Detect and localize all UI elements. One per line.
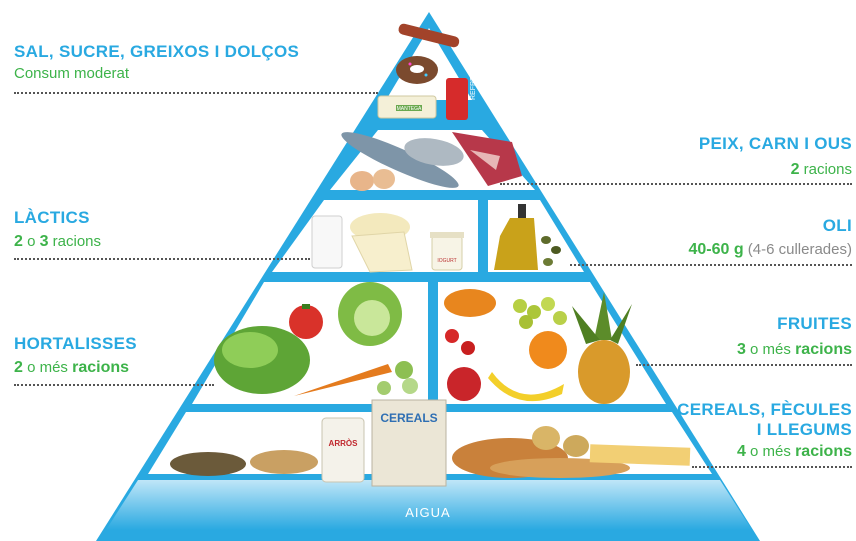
rice-bag-label: ARRÒS <box>329 439 359 448</box>
amount-oil: 40-60 g <box>688 241 743 258</box>
unit-cereal: racions <box>795 443 852 460</box>
title-sugar-fats: SAL, SUCRE, GREIXOS I DOLÇOS <box>14 42 299 62</box>
label-fruits: FRUITES 3 o més racions <box>737 314 852 360</box>
pasta-icon <box>590 444 691 465</box>
title-fish-meat-eggs: PEIX, CARN I OUS <box>699 134 852 154</box>
yogurt-label: IOGURT <box>437 258 456 264</box>
butter-label: MANTEGA <box>397 106 422 112</box>
dotted-leader <box>14 92 378 94</box>
conj-cereal: o més <box>750 443 791 460</box>
cereals-box-label: CEREALS <box>380 411 437 425</box>
dotted-leader <box>500 183 852 185</box>
amount-fruit: 3 <box>737 341 746 358</box>
label-dairy: LÀCTICS 2 o 3 racions <box>14 208 101 252</box>
amount-cereal: 4 <box>737 443 746 460</box>
label-cereals: CEREALS, FÈCULES I LLEGUMS 4 o més racio… <box>677 400 852 462</box>
dotted-leader <box>14 258 310 260</box>
cabbage-icon <box>338 282 402 346</box>
lentils-icon <box>170 452 246 476</box>
label-oil: OLI 40-60 g (4-6 cullerades) <box>688 216 852 260</box>
dotted-leader <box>570 264 852 266</box>
butter-icon: MANTEGA <box>378 96 436 118</box>
mango-icon <box>444 289 496 317</box>
unit-fruit: racions <box>795 341 852 358</box>
note-oil: (4-6 cullerades) <box>748 241 852 258</box>
milk-glass-icon <box>312 216 342 268</box>
title-fruits: FRUITES <box>737 314 852 334</box>
conj-fruit: o més <box>750 341 791 358</box>
conj-veg: o més <box>27 359 68 376</box>
orange-icon <box>529 331 567 369</box>
label-vegetables: HORTALISSES 2 o més racions <box>14 334 137 378</box>
cereals-box-icon: CEREALS <box>372 400 446 486</box>
soda-can-label: REFRESC <box>470 67 477 100</box>
rice-bag-icon: ARRÒS <box>322 418 364 482</box>
title-vegetables: HORTALISSES <box>14 334 137 354</box>
conj-dairy: o <box>27 233 35 250</box>
title-dairy: LÀCTICS <box>14 208 101 228</box>
unit-fish: racions <box>804 161 852 178</box>
lettuce-icon <box>214 326 310 394</box>
amount-veg: 2 <box>14 359 23 376</box>
apple-icon <box>447 367 481 401</box>
unit-dairy: racions <box>53 233 101 250</box>
chickpeas-icon <box>250 450 318 474</box>
water-label: AIGUA <box>0 505 856 520</box>
label-sugar-fats: SAL, SUCRE, GREIXOS I DOLÇOS Consum mode… <box>14 42 299 84</box>
title-oil: OLI <box>688 216 852 236</box>
yogurt-icon: IOGURT <box>430 232 464 270</box>
amount-fish: 2 <box>791 161 800 178</box>
dotted-leader <box>14 384 214 386</box>
dotted-leader <box>692 466 852 468</box>
title-cereals-line1: CEREALS, FÈCULES <box>677 400 852 420</box>
unit-veg: racions <box>72 359 129 376</box>
dotted-leader <box>636 364 852 366</box>
amount-dairy-max: 3 <box>40 233 49 250</box>
title-cereals-line2: I LLEGUMS <box>677 420 852 440</box>
amount-dairy-min: 2 <box>14 233 23 250</box>
label-fish-meat-eggs: PEIX, CARN I OUS 2 racions <box>699 134 852 180</box>
donut-icon <box>396 56 438 84</box>
subtitle-moderate: Consum moderat <box>14 64 299 84</box>
